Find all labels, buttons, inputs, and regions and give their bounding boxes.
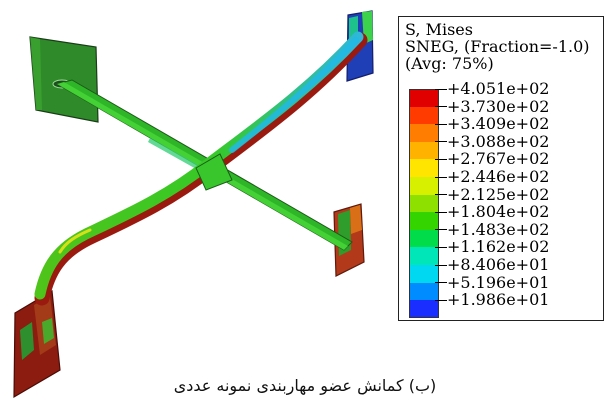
- legend-tick-label: +8.406e+01: [447, 255, 550, 274]
- legend-tick: [435, 106, 447, 108]
- legend-tick: [435, 194, 447, 196]
- legend-title: S, Mises: [405, 20, 473, 39]
- legend-tick: [435, 88, 447, 90]
- legend-tick-label: +2.125e+02: [447, 184, 550, 204]
- legend-tick: [435, 123, 447, 125]
- legend-swatch: [409, 194, 439, 213]
- figure-caption: (ب) کمانش عضو مهاربندی نمونه عددی: [173, 376, 437, 395]
- legend-swatch: [409, 89, 439, 108]
- legend-tick-label: +1.986e+01: [447, 290, 550, 310]
- legend-tick-label: +5.196e+01: [447, 272, 550, 292]
- legend-tick: [435, 264, 447, 266]
- legend-tick-label: +3.088e+02: [447, 131, 550, 151]
- legend-swatch: [409, 106, 439, 125]
- legend-tick: [435, 282, 447, 284]
- legend-swatch: [409, 141, 439, 160]
- legend-tick: [435, 246, 447, 248]
- legend-swatch: [409, 282, 439, 301]
- legend-tick: [435, 141, 447, 143]
- legend-subtitle: SNEG, (Fraction=-1.0): [405, 37, 590, 56]
- legend-swatch: [409, 124, 439, 143]
- legend-tick-label: +1.483e+02: [447, 219, 550, 239]
- legend-tick-label: +4.051e+02: [447, 79, 550, 98]
- legend-tick-label: +1.162e+02: [447, 237, 550, 257]
- legend-tick-label: +3.730e+02: [447, 96, 550, 116]
- legend-tick: [435, 176, 447, 178]
- legend-tick-label: +2.767e+02: [447, 149, 550, 169]
- legend-swatch: [409, 212, 439, 231]
- brace-member-buckled: [34, 31, 368, 306]
- gusset-plate-top-left: [29, 36, 99, 123]
- legend-tick: [435, 299, 447, 301]
- brace-crossing-joint: [195, 153, 233, 191]
- legend-averaging-note: (Avg: 75%): [405, 54, 494, 73]
- legend-swatch: [409, 300, 439, 319]
- legend-swatch: [409, 229, 439, 248]
- stress-contour-legend: S, Mises SNEG, (Fraction=-1.0) (Avg: 75%…: [398, 16, 604, 321]
- legend-swatch: [409, 159, 439, 178]
- gusset-plate-bottom-left: [13, 290, 61, 399]
- legend-swatch: [409, 177, 439, 196]
- legend-swatch: [409, 247, 439, 266]
- legend-tick: [435, 211, 447, 213]
- legend-tick: [435, 158, 447, 160]
- legend-tick-label: +1.804e+02: [447, 202, 550, 222]
- legend-swatch: [409, 265, 439, 284]
- legend-tick-label: +3.409e+02: [447, 114, 550, 134]
- legend-tick-label: +2.446e+02: [447, 167, 550, 186]
- legend-tick: [435, 229, 447, 231]
